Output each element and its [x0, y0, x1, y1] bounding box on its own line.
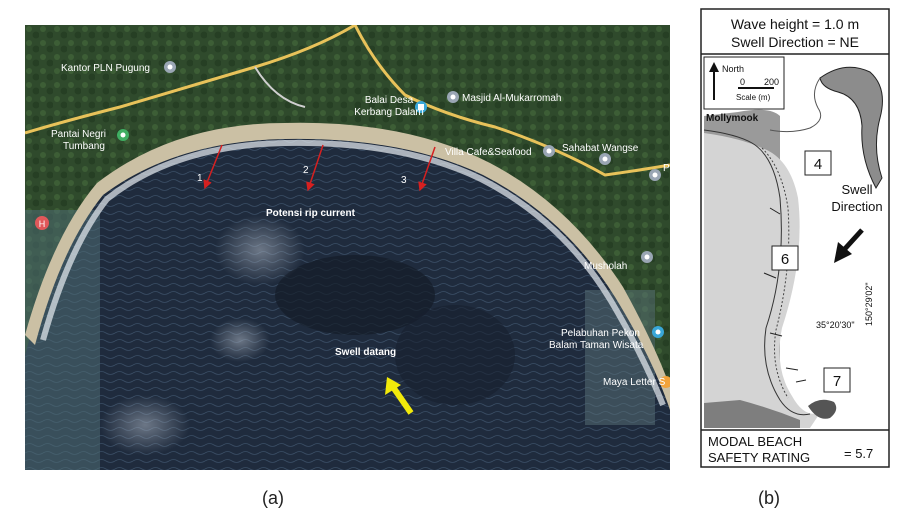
town-label: Mollymook	[706, 113, 759, 124]
rating-label-1: MODAL BEACH	[708, 434, 802, 449]
mosque-pin-icon[interactable]	[641, 251, 653, 263]
caption-a: (a)	[262, 488, 284, 508]
minor-road	[254, 66, 306, 108]
rating-label-2: SAFETY RATING	[708, 450, 810, 465]
rip-label-3: 3	[401, 175, 407, 186]
satellite-map-panel: Kantor PLN Pugung Balai Desa Kerbang Dal…	[25, 25, 670, 470]
rating-value: = 5.7	[844, 446, 873, 461]
swell-label: Swell datang	[335, 347, 396, 358]
place-label: Pelabuhan Pekon	[561, 328, 640, 339]
place-label: Maya Letter S	[603, 377, 666, 388]
surf-line	[40, 139, 666, 407]
road	[25, 25, 356, 135]
dark-water-patch	[395, 305, 515, 405]
swell-arrow	[385, 377, 414, 415]
rip-arrow-2	[306, 144, 324, 192]
place-label: Villa Cafe&Seafood	[445, 147, 532, 158]
north-label: North	[722, 64, 744, 74]
cloud	[215, 215, 305, 285]
section-6: 6	[781, 251, 789, 268]
scale-200: 200	[764, 77, 779, 87]
rip-label-2: 2	[303, 165, 309, 176]
rip-arrow-3	[418, 146, 436, 192]
school-pin-icon[interactable]	[415, 101, 427, 113]
pin-icon[interactable]	[599, 153, 611, 165]
satellite-map: Kantor PLN Pugung Balai Desa Kerbang Dal…	[25, 25, 670, 470]
cloud	[100, 395, 190, 455]
pin-icon[interactable]	[649, 169, 661, 181]
longitude-label: 150°29'02"	[864, 282, 874, 326]
cloud	[210, 318, 270, 362]
svg-text:H: H	[39, 219, 46, 229]
beach-diagram: Wave height = 1.0 m Swell Direction = NE	[700, 8, 890, 468]
wave-height-text: Wave height = 1.0 m	[731, 16, 859, 32]
dark-water-patch	[275, 255, 435, 335]
place-label: Masjid Al-Mukarromah	[462, 93, 561, 104]
north-arrow-icon	[709, 62, 719, 100]
rip-current-label: Potensi rip current	[266, 208, 356, 219]
place-label: Balam Taman Wisata	[549, 340, 644, 351]
swell-label-2: Direction	[831, 199, 882, 214]
scale-zero: 0	[740, 77, 745, 87]
place-label: Pantai Negri	[51, 129, 106, 140]
harbor-pin-icon[interactable]	[652, 326, 664, 338]
place-label: Musholah	[584, 261, 627, 272]
hospital-pin-icon[interactable]: H	[35, 216, 49, 230]
section-7: 7	[833, 373, 841, 390]
place-label: Kantor PLN Pugung	[61, 63, 150, 74]
swell-direction-text: Swell Direction = NE	[731, 34, 859, 50]
rip-label-1: 1	[197, 173, 203, 184]
caption-b: (b)	[758, 488, 780, 508]
rip-arrow-1	[203, 144, 223, 190]
mosque-pin-icon[interactable]	[447, 91, 459, 103]
latitude-label: 35°20'30"	[816, 320, 855, 330]
pin-icon[interactable]	[164, 61, 176, 73]
place-label: Balai Desa	[365, 95, 414, 106]
pin-icon[interactable]	[543, 145, 555, 157]
swell-direction-arrow-icon	[834, 228, 864, 263]
place-label: Kerbang Dalam	[354, 107, 423, 118]
place-label: P	[663, 163, 670, 174]
place-label: Tumbang	[63, 141, 105, 152]
park-pin-icon[interactable]	[117, 129, 129, 141]
scale-label: Scale (m)	[736, 93, 771, 102]
swell-label-1: Swell	[841, 182, 872, 197]
section-4: 4	[814, 156, 822, 173]
beach-diagram-panel: Wave height = 1.0 m Swell Direction = NE	[700, 8, 890, 468]
road	[353, 25, 670, 177]
food-pin-icon[interactable]	[660, 376, 670, 388]
place-label: Sahabat Wangse	[562, 143, 639, 154]
